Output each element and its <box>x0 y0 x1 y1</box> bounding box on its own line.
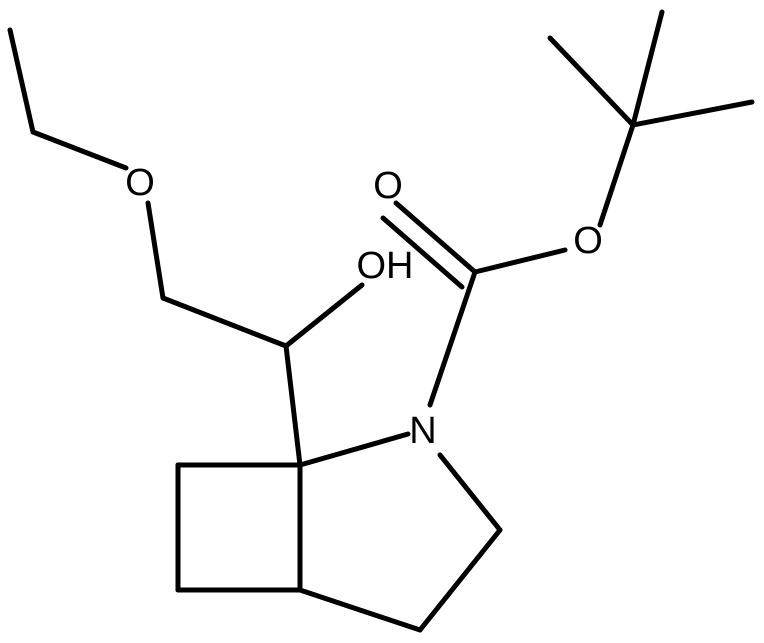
bond-carbonyl-double-a <box>393 200 478 275</box>
bond-ch2-choh <box>160 295 289 349</box>
atom-label-oxygen-ether: O <box>125 162 155 204</box>
bond-n-carbonyl-c <box>427 269 478 408</box>
bond-ethyl-ch2-o <box>30 129 129 171</box>
atom-label-oxygen-ester: O <box>573 220 603 262</box>
atom-label-nitrogen: N <box>409 410 436 452</box>
bond-carbonyl-c-o-ester <box>472 247 568 275</box>
bond-carbonyl-double-b <box>380 215 465 290</box>
bonds <box>7 9 755 633</box>
bond-n-ch2 <box>437 452 503 533</box>
bond-o-ester-tbu <box>597 122 636 228</box>
bond-ring5-ch2-bridge <box>297 587 423 633</box>
bond-ethyl-ch3-ch2 <box>7 27 36 135</box>
atom-labels: O OH O O N <box>125 162 603 452</box>
atom-label-hydroxyl: OH <box>357 245 414 287</box>
bond-tbu-methyl-2 <box>630 9 665 128</box>
atom-label-oxygen-carbonyl: O <box>373 165 403 207</box>
bond-tbu-methyl-3 <box>630 99 755 128</box>
bond-ring5-ch2-ch2 <box>417 527 503 633</box>
bond-tbu-methyl-1 <box>547 35 636 128</box>
bond-spiro-n <box>297 431 411 468</box>
bond-o-ch2 <box>145 200 166 301</box>
bond-choh-spiro <box>283 343 303 468</box>
bond-choh-oh <box>283 282 365 349</box>
